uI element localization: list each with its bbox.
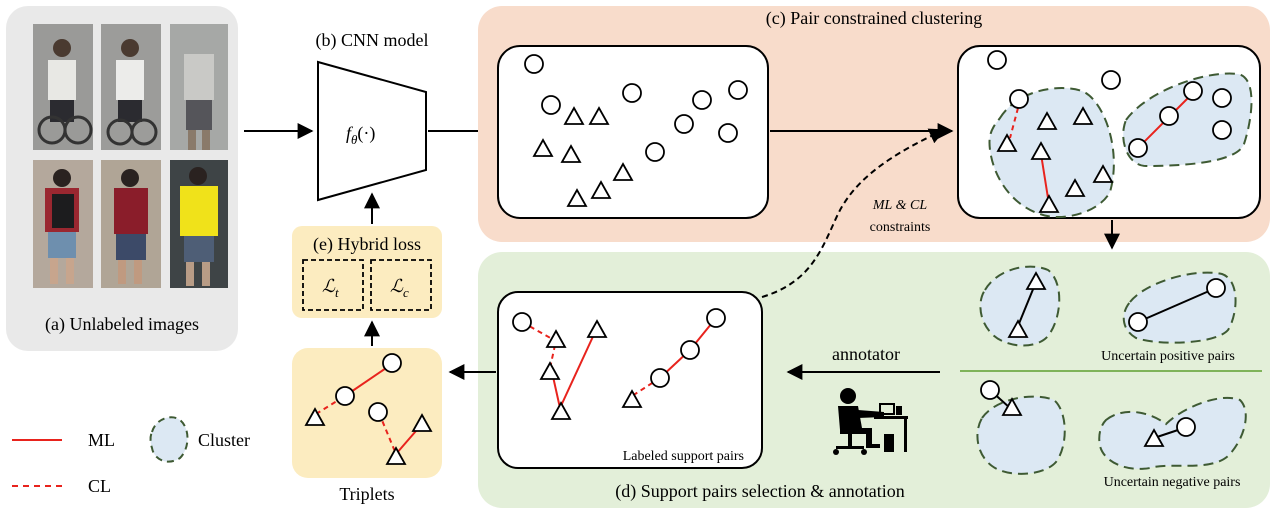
panel-triplets: Triplets — [292, 348, 442, 504]
contrastive-loss-box[interactable] — [370, 259, 432, 311]
circle-marker-icon — [1176, 417, 1196, 437]
legend-cluster-shape — [149, 416, 189, 463]
hybrid-loss-label: (e) Hybrid loss — [313, 234, 421, 255]
constraints-label-line1: ML & CL — [872, 198, 927, 213]
feature-space-box[interactable] — [497, 45, 769, 219]
circle-marker-icon — [622, 83, 642, 103]
cnn-trapezoid[interactable] — [317, 60, 427, 202]
person-image-4[interactable] — [33, 160, 93, 288]
circle-marker-icon — [1159, 106, 1179, 126]
labeled-support-box[interactable] — [497, 291, 763, 469]
constraints-label-line2: constraints — [870, 220, 931, 235]
circle-marker-icon — [980, 380, 1000, 400]
uncertain-negative-pairs: Uncertain negative pairs — [976, 380, 1247, 490]
constraints-feedback-arrow — [761, 128, 946, 298]
legend-cl-label: CL — [88, 476, 111, 496]
person-image-5[interactable] — [101, 160, 161, 288]
circle-marker-icon — [692, 90, 712, 110]
cnn-model-label: (b) CNN model — [316, 30, 429, 51]
triplet-loss-symbol: ℒt — [322, 276, 339, 300]
legend: ML CL Cluster — [12, 416, 250, 496]
pair-link — [1137, 287, 1217, 323]
circle-marker-icon — [728, 80, 748, 100]
uncertain-positive-label: Uncertain positive pairs — [1101, 349, 1235, 364]
circle-marker-icon — [1101, 70, 1121, 90]
pair-clustering-label: (c) Pair constrained clustering — [766, 8, 982, 29]
circle-marker-icon — [1212, 120, 1232, 140]
support-selection-label: (d) Support pairs selection & annotation — [615, 481, 904, 502]
legend-ml-label: ML — [88, 430, 115, 450]
circle-marker-icon — [524, 54, 544, 74]
legend-cluster-label: Cluster — [198, 430, 250, 450]
circle-marker-icon — [680, 340, 700, 360]
panel-pair-constrained-clustering: (c) Pair constrained clustering — [478, 6, 1270, 242]
person-image-1[interactable] — [33, 24, 93, 150]
cl-link — [521, 321, 555, 341]
uncertain-negative-label: Uncertain negative pairs — [1104, 475, 1241, 490]
circle-marker-icon — [987, 50, 1007, 70]
circle-marker-icon — [674, 114, 694, 134]
ml-link — [1040, 153, 1049, 199]
cluster-region — [1098, 396, 1247, 470]
cl-link — [378, 412, 397, 455]
circle-marker-icon — [1128, 312, 1148, 332]
circle-marker-icon — [512, 312, 532, 332]
panel-cnn-model: (b) CNN model fθ(·) — [316, 30, 429, 202]
ml-link — [559, 329, 597, 409]
cl-link — [631, 377, 661, 397]
panel-unlabeled-images: (a) Unlabeled images — [6, 6, 238, 351]
circle-marker-icon — [650, 368, 670, 388]
labeled-circles — [512, 308, 726, 388]
contrastive-loss-symbol: ℒc — [390, 276, 409, 300]
unlabeled-images-label: (a) Unlabeled images — [45, 314, 199, 335]
panel-hybrid-loss: (e) Hybrid loss ℒt ℒc — [292, 226, 442, 318]
circle-marker-icon — [645, 142, 665, 162]
circle-marker-icon — [368, 402, 388, 422]
circle-marker-icon — [1128, 138, 1148, 158]
annotator-label: annotator — [832, 344, 900, 364]
person-image-6[interactable] — [170, 160, 228, 288]
circle-marker-icon — [1206, 278, 1226, 298]
panel-e-background — [292, 226, 442, 318]
circle-marker-icon — [718, 123, 738, 143]
triplets-label: Triplets — [339, 484, 394, 504]
circle-marker-icon — [1183, 81, 1203, 101]
circle-marker-icon — [382, 353, 402, 373]
person-image-3[interactable] — [170, 24, 228, 150]
person-at-computer-icon — [833, 388, 908, 455]
circle-marker-icon — [335, 386, 355, 406]
circle-marker-icon — [541, 95, 561, 115]
feature-points — [524, 54, 748, 162]
circle-marker-icon — [1009, 89, 1029, 109]
triplet-loss-box[interactable] — [302, 259, 364, 311]
person-image-2[interactable] — [101, 24, 161, 150]
cluster-region — [976, 395, 1066, 475]
cnn-function-label: fθ(·) — [346, 123, 375, 147]
clustered-circles — [987, 50, 1232, 158]
panel-support-pairs-selection: (d) Support pairs selection & annotation… — [478, 252, 1270, 508]
circle-marker-icon — [1212, 88, 1232, 108]
labeled-support-label: Labeled support pairs — [623, 449, 744, 464]
circle-marker-icon — [706, 308, 726, 328]
uncertain-positive-pairs: Uncertain positive pairs — [979, 265, 1237, 364]
